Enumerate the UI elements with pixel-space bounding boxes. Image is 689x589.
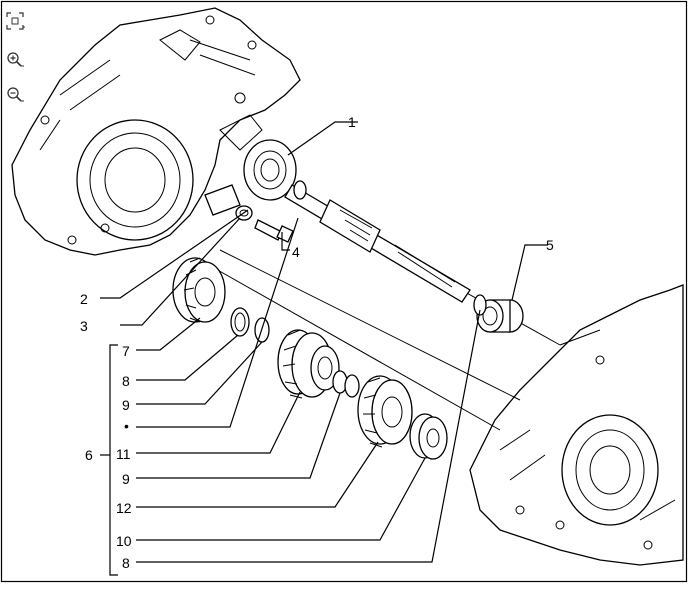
label-2: 2 (80, 291, 88, 307)
fit-icon[interactable] (4, 10, 26, 32)
gear-7-part (172, 257, 226, 323)
bushing-part (473, 294, 524, 333)
label-9-lower: 9 (122, 471, 130, 487)
gear-11-part (277, 329, 340, 399)
zoom-out-icon[interactable] (4, 84, 26, 106)
crankcase-right-drawing (469, 284, 684, 566)
crankcase-left-drawing (11, 7, 301, 256)
label-5: 5 (546, 237, 554, 253)
bolt-washer-parts (204, 184, 294, 243)
washers-lower (332, 370, 360, 398)
label-6: 6 (85, 447, 93, 463)
label-3: 3 (80, 318, 88, 334)
label-1: 1 (348, 114, 356, 130)
gear-10-part (409, 413, 448, 460)
zoom-in-icon[interactable] (4, 49, 26, 71)
label-9-upper: 9 (122, 397, 130, 413)
label-8-upper: 8 (122, 373, 130, 389)
label-4: 4 (292, 244, 300, 260)
label-dot: • (124, 418, 129, 434)
gear-12-part (357, 375, 413, 448)
main-shaft-part (284, 180, 471, 303)
label-11: 11 (116, 446, 131, 462)
label-7: 7 (122, 343, 130, 359)
label-12: 12 (116, 500, 132, 516)
label-10: 10 (116, 533, 132, 549)
bearing-part (243, 139, 297, 201)
label-8-lower: 8 (122, 555, 130, 571)
leader-lines (100, 121, 548, 576)
